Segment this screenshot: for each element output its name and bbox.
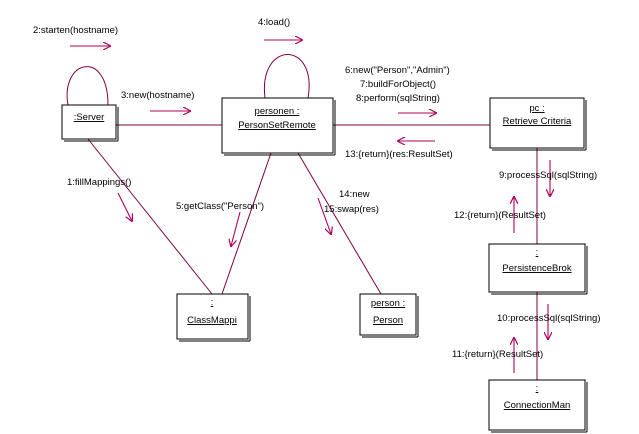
message-7: 7:buildForObject() (360, 79, 436, 90)
object-class: ConnectionMan (504, 400, 571, 411)
message-4: 4:load() (258, 17, 290, 28)
message-1: 1:fillMappings() (67, 177, 131, 188)
message-labels: 2:starten(hostname) 4:load() 3:new(hostn… (33, 17, 601, 360)
self-link-personen (263, 54, 310, 99)
object-class: Retrieve Criteria (503, 116, 572, 127)
message-3: 3:new(hostname) (121, 90, 194, 101)
message-2: 2:starten(hostname) (33, 25, 118, 36)
object-label: pc : (529, 103, 544, 114)
object-label: : (536, 383, 539, 394)
link-personen-classmap (221, 152, 272, 295)
object-label: : (211, 297, 214, 308)
object-person[interactable]: person : Person (359, 293, 419, 338)
links (66, 54, 538, 380)
arrow-m14-15 (317, 197, 331, 234)
object-pc[interactable]: pc : Retrieve Criteria (489, 97, 587, 151)
object-classmap[interactable]: : ClassMappi (176, 293, 251, 342)
object-label: :Server (74, 112, 105, 123)
object-class: PersonSetRemote (238, 120, 316, 131)
message-8: 8:perform(sqlString) (356, 93, 440, 104)
message-arrows (70, 40, 550, 373)
object-class: Person (373, 315, 403, 326)
object-label: personen : (255, 106, 300, 117)
self-link-server (66, 66, 109, 106)
object-class: PersistenceBrok (502, 263, 571, 274)
message-10: 10:processSql(sqlString) (497, 313, 601, 324)
arrow-m1 (117, 192, 132, 221)
object-persistence[interactable]: : PersistenceBrok (488, 243, 588, 295)
object-server[interactable]: :Server (61, 104, 119, 142)
message-12: 12:{return}(ResultSet) (454, 210, 546, 221)
message-9: 9:processSql(sqlString) (499, 170, 597, 181)
object-label: : (536, 247, 539, 258)
object-connection[interactable]: : ConnectionMan (488, 379, 588, 433)
link-personen-person (297, 152, 382, 295)
message-13: 13:{return}(res:ResultSet) (345, 149, 453, 160)
message-11: 11:{return}(ResultSet) (452, 349, 543, 360)
object-personen[interactable]: personen : PersonSetRemote (221, 97, 336, 156)
message-5: 5:getClass("Person") (176, 201, 264, 212)
link-server-classmap (87, 138, 213, 295)
message-15: 15:swap(res) (324, 204, 379, 215)
arrow-m5 (231, 211, 241, 246)
object-label: person : (371, 298, 405, 309)
message-14: 14:new (339, 189, 370, 200)
object-class: ClassMappi (187, 315, 237, 326)
message-6: 6:new("Person","Admin") (345, 65, 450, 76)
